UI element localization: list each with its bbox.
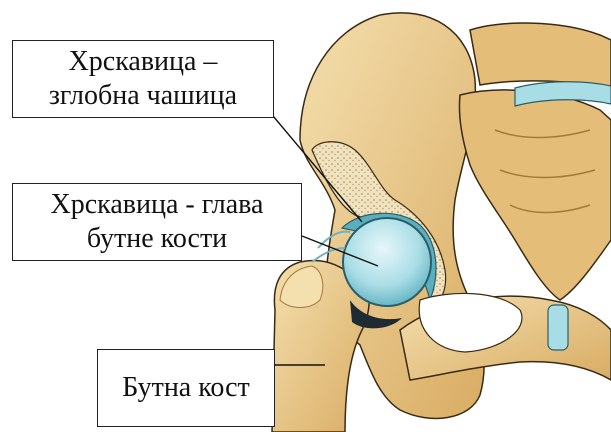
femoral-head-cartilage	[343, 218, 431, 306]
lumbar-vertebra	[470, 23, 611, 90]
label-cartilage-socket: Хрскавица – зглобна чашица	[12, 40, 274, 118]
sacrum-bone	[459, 90, 611, 300]
label-cartilage-socket-line1: Хрскавица –	[69, 45, 218, 79]
label-cartilage-head-line1: Хрскавица - глава	[51, 188, 264, 222]
label-femur-text: Бутна кост	[122, 371, 250, 405]
label-cartilage-head: Хрскавица - глава бутне кости	[12, 183, 302, 261]
label-femur: Бутна кост	[97, 349, 275, 427]
label-cartilage-head-line2: бутне кости	[87, 222, 227, 256]
label-cartilage-socket-line2: зглобна чашица	[49, 79, 237, 113]
pubic-symphysis-cartilage	[548, 305, 568, 350]
